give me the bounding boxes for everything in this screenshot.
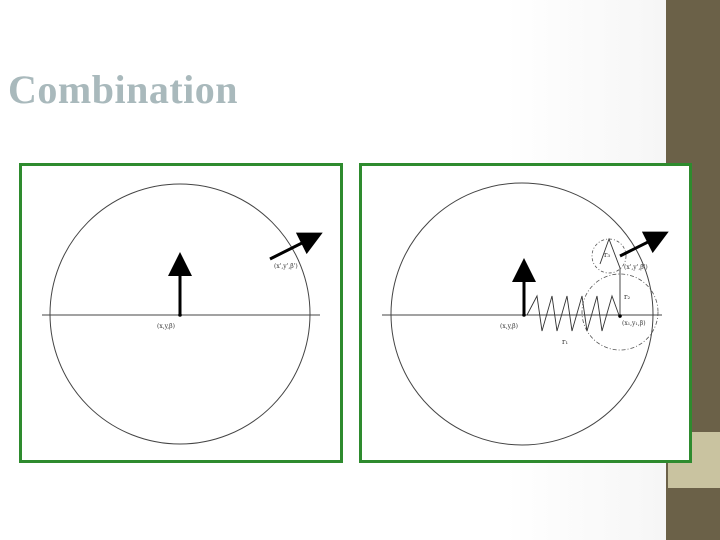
boundary-circle (49, 183, 311, 445)
turning-circle-r3 (591, 238, 627, 274)
left-diagram-panel: (x,y,β) (x',y',β') (19, 163, 343, 463)
mid-label: (x₁,y₁,β) (622, 320, 646, 327)
r3-label: r₃ (604, 251, 610, 259)
left-diagram: (x,y,β) (x',y',β') (42, 183, 323, 445)
r2-label: r₂ (624, 293, 630, 301)
slide-title: Combination (8, 67, 238, 112)
r1-label: r₁ (562, 338, 568, 346)
target-heading-arrow (269, 232, 323, 261)
right-diagram-panel: (x,y,β) (x',y',β') (x₁,y₁,β) r₁ r₂ r₃ (359, 163, 692, 463)
connector-path (599, 237, 621, 318)
origin-label: (x,y,β) (500, 323, 518, 330)
origin-label: (x,y,β) (157, 323, 175, 330)
target-label: (x',y',β') (624, 264, 648, 271)
turning-circle-r2 (581, 273, 659, 351)
right-diagram: (x,y,β) (x',y',β') (x₁,y₁,β) r₁ r₂ r₃ (382, 182, 669, 446)
boundary-circle (390, 182, 654, 446)
zigzag-path (526, 294, 621, 332)
target-label: (x',y',β') (274, 263, 298, 270)
mid-point (618, 314, 622, 318)
target-heading-arrow (619, 231, 669, 258)
